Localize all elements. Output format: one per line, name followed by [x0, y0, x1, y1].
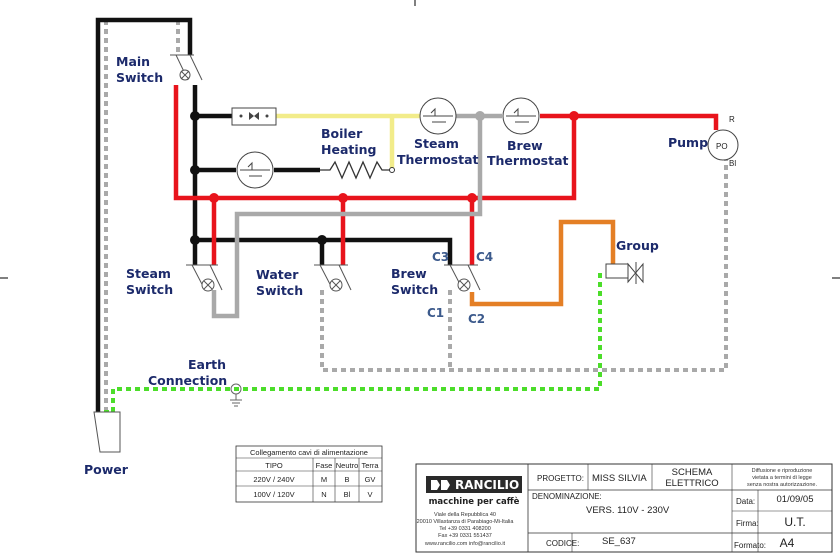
address-line-1: Viale della Repubblica 40 — [434, 512, 496, 518]
brew-switch-symbol — [444, 264, 481, 292]
orange-wire — [469, 219, 616, 307]
brew-switch-label-1: Brew — [391, 266, 427, 281]
safety-thermostat-symbol — [236, 151, 274, 189]
fuse-box-symbol — [231, 107, 277, 126]
schema-line-1: SCHEMA — [672, 467, 713, 478]
cable-table-header-fase: Fase — [316, 461, 333, 470]
progetto-label: PROGETTO: — [537, 474, 584, 483]
rancilio-logo: RANCILIO — [426, 476, 522, 493]
pump-po-label: PO — [716, 142, 728, 151]
steam-switch-symbol — [186, 264, 223, 292]
water-switch-label-1: Water — [256, 267, 299, 282]
cable-table-header-terra: Terra — [361, 461, 379, 470]
data-label: Data: — [736, 497, 755, 506]
terminal-c4-label: C4 — [476, 250, 493, 264]
water-switch-label-2: Switch — [256, 283, 303, 298]
codice-label: CODICE: — [546, 539, 579, 548]
earth-dashed-wire — [104, 270, 602, 414]
main-switch-label-1: Main — [116, 54, 150, 69]
fax-line: Fax +39 0331 551437 — [438, 533, 492, 539]
cable-table-cell: Bl — [344, 490, 351, 499]
title-block: RANCILIO macchine per caffè Viale della … — [415, 463, 833, 553]
red-wires — [173, 85, 719, 265]
boiler-label-2: Heating — [321, 142, 376, 157]
formato-value: A4 — [780, 536, 795, 550]
cable-table-cell: B — [344, 475, 349, 484]
main-switch-symbol — [170, 54, 203, 81]
denominazione-value: VERS. 110V - 230V — [586, 505, 670, 516]
pump-bl-label: Bl — [729, 159, 736, 168]
cable-table-cell: N — [321, 490, 326, 499]
cable-table-header-neutro: Neutro — [336, 461, 359, 470]
firma-label: Firma: — [736, 519, 759, 528]
steam-switch-label-1: Steam — [126, 266, 171, 281]
brew-switch-label-2: Switch — [391, 282, 438, 297]
notice-line-3: senza nostra autorizzazione. — [747, 482, 817, 488]
brew-thermostat-label-2: Thermostat — [487, 153, 569, 168]
cable-connection-table: Collegamento cavi di alimentazione TIPO … — [235, 445, 383, 503]
terminal-c3-label: C3 — [432, 250, 449, 264]
address-line-2: 20010 Villastanza di Parabiago-Mi-Italia — [417, 519, 515, 525]
brew-thermostat-label-1: Brew — [507, 138, 543, 153]
data-value: 01/09/05 — [777, 494, 814, 505]
steam-thermostat-symbol — [419, 97, 457, 135]
earth-label-1: Earth — [188, 357, 226, 372]
yellow-wire — [276, 113, 420, 170]
cable-table-cell: 100V / 120V — [253, 490, 294, 499]
cable-table-cell: M — [321, 475, 327, 484]
power-plug — [93, 411, 121, 453]
codice-value: SE_637 — [602, 536, 636, 547]
junction-dots — [190, 111, 579, 245]
phone-line: Tel +39 0331 408200 — [439, 526, 491, 532]
denominazione-label: DENOMINAZIONE: — [532, 492, 602, 501]
schema-line-2: ELETTRICO — [665, 478, 718, 489]
steam-thermostat-label-1: Steam — [414, 136, 459, 151]
firma-value: U.T. — [784, 515, 805, 529]
pump-symbol — [707, 129, 739, 161]
group-solenoid-valve — [605, 262, 644, 284]
terminal-c1-label: C1 — [427, 306, 444, 320]
web-line: www.rancilio.com info@rancilio.it — [424, 541, 506, 547]
boiler-label-1: Boiler — [321, 126, 363, 141]
component-labels: Main Switch Boiler Heating Steam Thermos… — [84, 54, 736, 477]
cable-table-header-tipo: TIPO — [265, 461, 283, 470]
cable-table-cell: 220V / 240V — [253, 475, 294, 484]
cable-table-cell: V — [367, 490, 372, 499]
terminal-c2-label: C2 — [468, 312, 485, 326]
registration-marks — [0, 0, 840, 279]
notice-line-2: vietata a termini di legge — [752, 475, 812, 481]
notice-line-1: Diffusione e riproduzione — [752, 468, 813, 474]
formato-label: Formato: — [734, 541, 766, 550]
cable-table-cell: GV — [365, 475, 376, 484]
cable-table-title: Collegamento cavi di alimentazione — [250, 448, 368, 457]
progetto-value: MISS SILVIA — [592, 473, 647, 484]
pump-r-label: R — [729, 115, 735, 124]
brand-name: RANCILIO — [455, 478, 519, 492]
steam-switch-label-2: Switch — [126, 282, 173, 297]
main-switch-label-2: Switch — [116, 70, 163, 85]
earth-label-2: Connection — [148, 373, 227, 388]
steam-thermostat-label-2: Thermostat — [397, 152, 479, 167]
group-label: Group — [616, 238, 659, 253]
power-label: Power — [84, 462, 129, 477]
water-switch-symbol — [314, 264, 352, 292]
brand-tagline: macchine per caffè — [429, 496, 520, 507]
earth-ground-icon — [230, 383, 242, 407]
brew-thermostat-symbol — [502, 97, 540, 135]
pump-label: Pump — [668, 135, 708, 150]
boiler-heating-element — [274, 160, 395, 180]
